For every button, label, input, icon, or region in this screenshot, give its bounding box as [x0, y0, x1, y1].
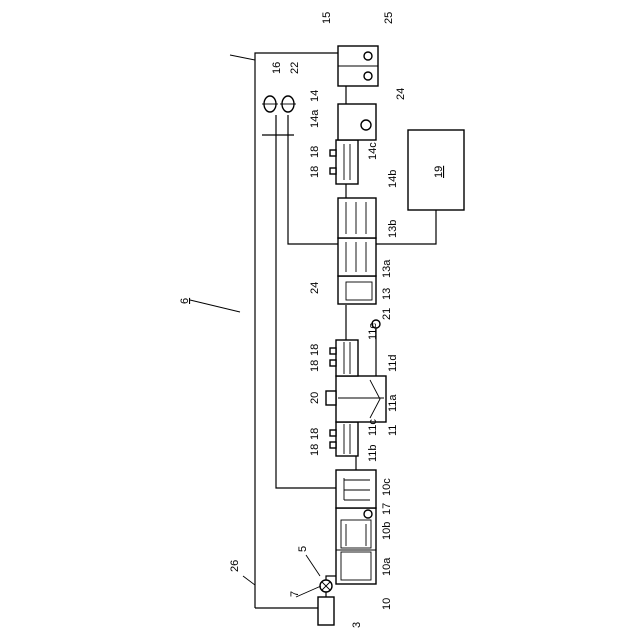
label-13: 13 [381, 288, 393, 300]
label-18f: 18 [309, 166, 321, 178]
label-11a: 11a [387, 394, 399, 412]
unit-10c [336, 470, 376, 508]
label-18e: 18 [309, 146, 321, 158]
label-10c: 10c [381, 478, 393, 496]
label-13b: 13b [387, 220, 399, 238]
label-18a: 18 [309, 428, 321, 440]
label-11e: 11e [367, 322, 379, 340]
label-11d: 11d [387, 354, 399, 372]
device-22-icon [280, 96, 296, 112]
label-18c: 18 [309, 344, 321, 356]
label-20: 20 [309, 392, 321, 404]
unit-11d [330, 340, 358, 376]
label-21: 21 [381, 308, 393, 320]
unit-13a [338, 238, 376, 276]
unit-13b [338, 198, 376, 238]
device-16-icon [262, 96, 278, 112]
label-10a: 10a [381, 557, 393, 576]
label-22: 22 [289, 62, 301, 74]
label-10b: 10b [381, 522, 393, 540]
label-10: 10 [381, 598, 393, 610]
return-line-26 [255, 53, 338, 608]
label-24b: 24 [395, 88, 407, 100]
label-17: 17 [381, 503, 393, 515]
label-11: 11 [387, 425, 399, 436]
label-14c: 14c [367, 142, 379, 160]
label-14b: 14b [387, 170, 399, 188]
label-18b: 18 [309, 444, 321, 456]
label-18d: 18 [309, 360, 321, 372]
valve-7-icon [320, 580, 332, 592]
unit-13 [338, 276, 376, 304]
label-5: 5 [297, 546, 309, 552]
label-13a: 13a [381, 259, 393, 278]
system-label-6: 6 [179, 298, 191, 304]
label-14: 14 [309, 90, 321, 102]
label-3: 3 [351, 622, 363, 628]
label-26: 26 [229, 560, 241, 572]
unit-10 [336, 508, 376, 584]
label-19: 19 [433, 166, 445, 178]
label-24a: 24 [309, 282, 321, 294]
label-11c: 11c [367, 419, 379, 436]
unit-11a [326, 376, 386, 422]
labels: 3 5 7 10 10a 10b 10c 17 11b 11c 11 11a 1… [179, 12, 445, 628]
unit-15 [338, 46, 378, 86]
unit-11b [330, 422, 358, 456]
label-11b: 11b [367, 444, 379, 462]
label-14a: 14a [309, 109, 321, 128]
label-25: 25 [383, 12, 395, 24]
label-16: 16 [271, 62, 283, 74]
label-7: 7 [289, 591, 301, 597]
unit-3 [318, 597, 334, 625]
label-15: 15 [321, 12, 333, 24]
